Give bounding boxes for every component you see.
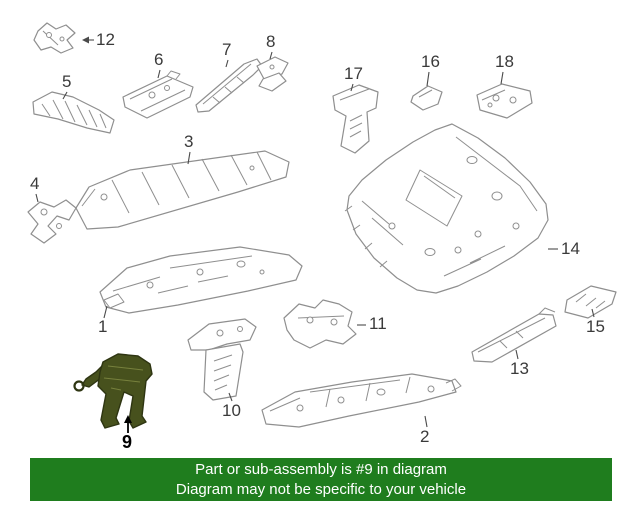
part-4-drawing — [27, 199, 77, 244]
arrow-head-12 — [82, 36, 89, 44]
part-label-11[interactable]: 11 — [369, 314, 387, 333]
leader-line-17 — [350, 83, 354, 92]
part-10-drawing — [187, 318, 257, 401]
part-12-drawing — [33, 22, 76, 54]
part-label-10[interactable]: 10 — [222, 401, 241, 420]
leader-lines — [35, 36, 595, 433]
part-9-drawing-highlighted — [73, 353, 153, 429]
leader-line-16 — [426, 71, 430, 87]
leader-line-15 — [591, 308, 595, 318]
leader-line-13 — [515, 349, 519, 360]
part-label-2[interactable]: 2 — [420, 427, 430, 446]
part-15-drawing — [564, 285, 617, 319]
part-8-drawing — [256, 56, 289, 92]
part-label-6[interactable]: 6 — [154, 50, 164, 69]
part-label-5[interactable]: 5 — [62, 72, 72, 91]
part-label-18[interactable]: 18 — [495, 52, 514, 71]
leader-line-8 — [269, 51, 273, 60]
part-label-4[interactable]: 4 — [30, 174, 40, 193]
part-label-7[interactable]: 7 — [222, 40, 232, 59]
leader-line-4 — [35, 193, 39, 203]
part-2-drawing — [261, 373, 462, 428]
part-label-1[interactable]: 1 — [98, 317, 108, 336]
leader-line-18 — [500, 71, 504, 85]
part-1-drawing — [99, 246, 303, 314]
part-label-13[interactable]: 13 — [510, 359, 529, 378]
part-label-3[interactable]: 3 — [184, 132, 194, 151]
leader-line-10 — [228, 392, 233, 402]
part-17-drawing — [332, 84, 379, 154]
banner-line1: Part or sub-assembly is #9 in diagram — [195, 461, 447, 478]
leader-line-3 — [187, 151, 191, 165]
part-label-12[interactable]: 12 — [96, 30, 115, 49]
part-6-drawing — [122, 70, 194, 119]
part-label-14[interactable]: 14 — [561, 239, 580, 258]
part-label-15[interactable]: 15 — [586, 317, 605, 336]
leader-line-5 — [62, 91, 68, 100]
part-label-9[interactable]: 9 — [122, 432, 133, 452]
part-label-16[interactable]: 16 — [421, 52, 440, 71]
part-14-drawing — [344, 123, 549, 294]
leader-line-6 — [157, 69, 161, 79]
part-16-drawing — [410, 85, 443, 111]
notice-banner: Part or sub-assembly is #9 in diagram Di… — [30, 458, 612, 501]
part-18-drawing — [476, 83, 533, 119]
part-13-drawing — [471, 307, 557, 363]
part-3-drawing — [75, 150, 290, 230]
part-5-drawing — [32, 91, 115, 134]
part-label-17[interactable]: 17 — [344, 64, 363, 83]
part-7-drawing — [195, 58, 263, 113]
part-11-drawing — [283, 299, 357, 349]
leader-line-2 — [424, 415, 428, 428]
banner-line2: Diagram may not be specific to your vehi… — [175, 481, 467, 498]
leader-line-7 — [225, 59, 229, 68]
arrow-head-9 — [124, 415, 132, 423]
leader-line-1 — [103, 305, 108, 319]
part-label-8[interactable]: 8 — [266, 32, 276, 51]
